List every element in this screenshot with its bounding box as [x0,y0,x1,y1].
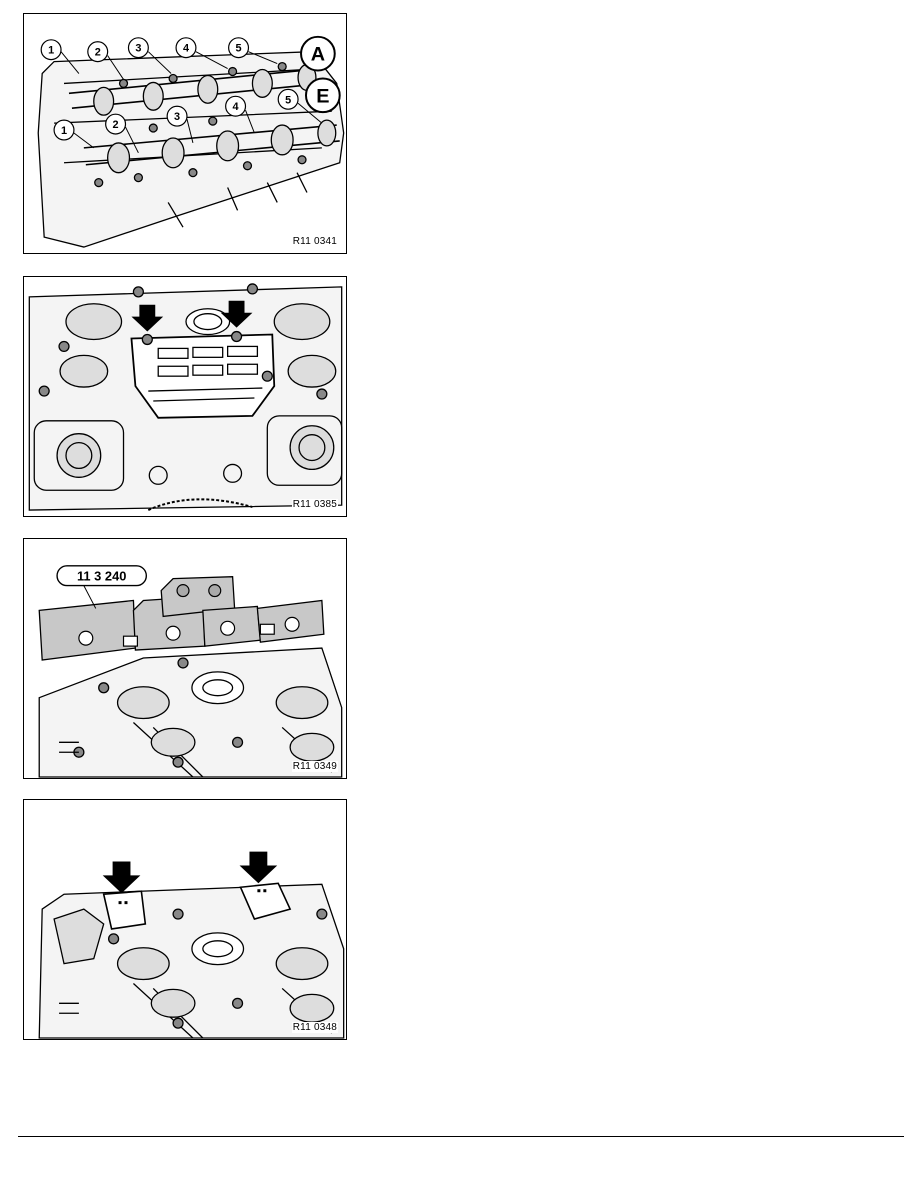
footer-divider [18,1136,904,1137]
bracket-drawing [38,851,345,1039]
figure-bracket-positions: R11 0348 [23,799,347,1040]
callout-top-5: 5 [236,43,242,55]
callout-bottom-1: 1 [61,125,67,137]
callout-bottom-4: 4 [233,101,239,113]
callout-top-3: 3 [135,43,141,55]
callout-top-4: 4 [183,43,189,55]
special-tool-drawing: 11 3 240 [38,565,343,778]
callout-bottom-5: 5 [285,94,291,106]
callout-bottom-3: 3 [174,111,180,123]
figure-camshaft-numbering: 1 2 3 4 5 1 2 3 4 5 A E R11 0341 [23,13,347,254]
callout-bottom-2: 2 [113,119,119,131]
tool-number-label: 11 3 240 [77,569,126,584]
figure-code: R11 0385 [291,499,338,510]
figure-code: R11 0349 [291,761,338,772]
figure-special-tool: 11 3 240 R11 0349 [23,538,347,779]
label-e: E [316,85,329,107]
callout-top-1: 1 [48,45,54,57]
label-a: A [311,44,325,66]
callout-top-2: 2 [95,47,101,59]
figure-code: R11 0348 [291,1022,338,1033]
figure-bridge-bolts: R11 0385 [23,276,347,517]
figure-code: R11 0341 [291,236,338,247]
bridge-drawing [28,283,343,511]
camshaft-drawing: 1 2 3 4 5 1 2 3 4 5 A E [37,35,345,248]
